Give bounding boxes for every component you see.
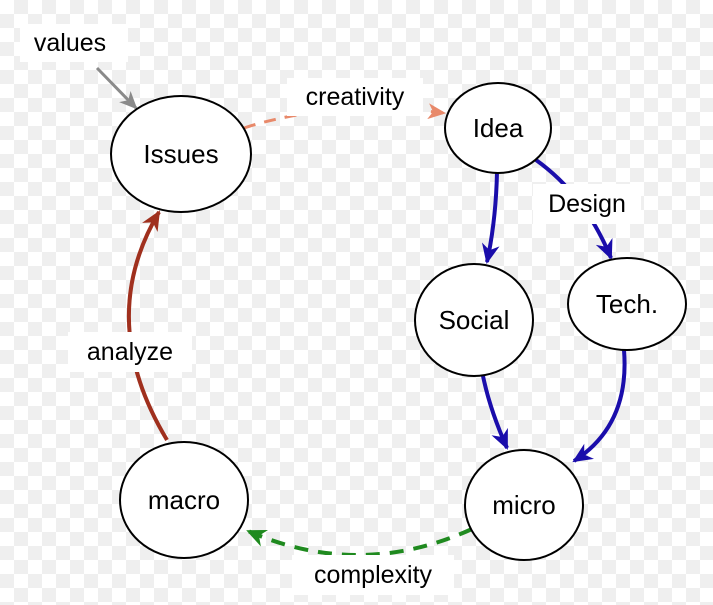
social-to-micro-arrow — [481, 375, 509, 450]
node-social-label: Social — [439, 305, 510, 335]
values-to-issues-arrow — [95, 66, 138, 110]
node-macro-label: macro — [148, 485, 220, 515]
label-analyze: analyze — [68, 332, 192, 372]
label-design-text: Design — [548, 190, 626, 218]
label-values: values — [20, 24, 128, 62]
label-creativity-text: creativity — [306, 83, 405, 111]
label-creativity: creativity — [287, 78, 423, 116]
node-idea: Idea — [444, 82, 552, 174]
node-tech-label: Tech. — [596, 289, 658, 319]
node-social: Social — [414, 263, 534, 377]
node-macro: macro — [119, 441, 249, 559]
label-complexity: complexity — [292, 555, 454, 595]
node-issues-label: Issues — [143, 139, 218, 169]
edges — [95, 66, 627, 557]
micro-to-macro-arrow — [246, 527, 473, 557]
node-idea-label: Idea — [473, 113, 524, 143]
node-issues: Issues — [110, 95, 252, 213]
label-design: Design — [533, 184, 641, 224]
node-tech: Tech. — [567, 257, 687, 351]
node-micro-label: micro — [492, 490, 556, 520]
node-micro: micro — [464, 449, 584, 561]
label-complexity-text: complexity — [314, 561, 433, 589]
macro-to-issues-arrow — [127, 210, 169, 442]
tech-to-micro-arrow — [572, 349, 627, 463]
label-analyze-text: analyze — [87, 338, 173, 366]
label-values-text: values — [34, 29, 106, 57]
idea-to-social-arrow — [481, 171, 500, 264]
